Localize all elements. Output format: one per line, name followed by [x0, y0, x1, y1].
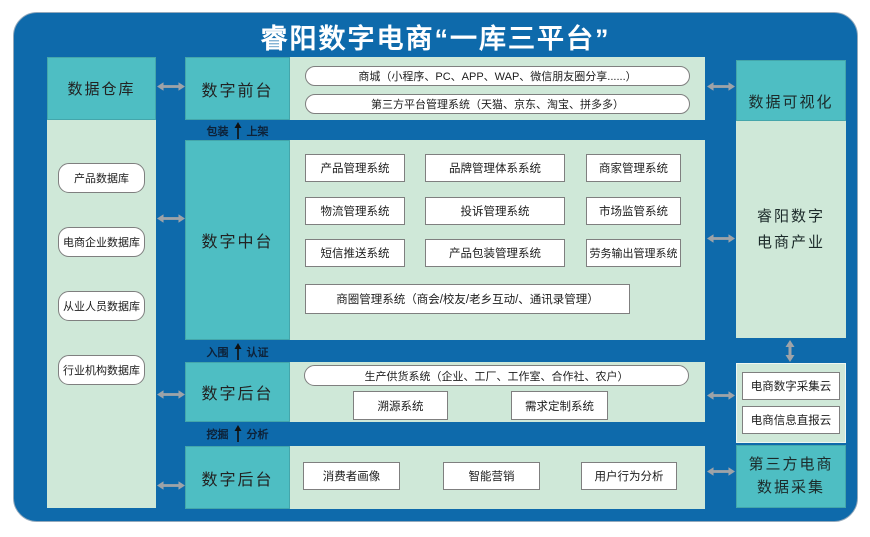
database-pill-enterprise: 电商企业数据库: [58, 227, 145, 257]
stage-label-left: 挖掘: [206, 428, 229, 441]
stage-label-left: 包装: [206, 125, 229, 138]
industry-box: 睿阳数字 电商产业: [736, 121, 846, 338]
double-arrow-icon: [156, 389, 186, 400]
middle-header: 数字中台: [185, 140, 290, 340]
system-box-sms-push: 短信推送系统: [305, 239, 405, 267]
stage-label-mining: 挖掘 分析: [185, 424, 290, 443]
collect-cloud-box: 电商数字采集云: [742, 372, 840, 400]
demand-custom-box: 需求定制系统: [511, 391, 608, 420]
stage-label-entry: 入围 认证: [185, 342, 290, 361]
system-box-logistics-mgmt: 物流管理系统: [305, 197, 405, 225]
stage-label-right: 分析: [246, 428, 269, 441]
system-box-complaint-mgmt: 投诉管理系统: [425, 197, 565, 225]
business-circle-box: 商圈管理系统（商会/校友/老乡互动/、通讯录管理）: [305, 284, 630, 314]
double-arrow-icon: [706, 466, 736, 477]
page-title: 睿阳数字电商“一库三平台”: [260, 24, 611, 54]
double-arrow-icon: [156, 480, 186, 491]
smart-marketing-box: 智能营销: [443, 462, 540, 490]
vertical-double-arrow-icon: [783, 339, 797, 362]
system-box-brand-mgmt: 品牌管理体系系统: [425, 154, 565, 182]
database-pill-industry-org: 行业机构数据库: [58, 355, 145, 385]
supply-system-pill: 生产供货系统（企业、工厂、工作室、合作社、农户）: [304, 365, 689, 386]
third-party-line2: 数据采集: [756, 478, 825, 496]
third-party-platform-pill: 第三方平台管理系统（天猫、京东、淘宝、拼多多）: [305, 94, 690, 114]
user-behavior-box: 用户行为分析: [581, 462, 677, 490]
warehouse-header: 数据仓库: [47, 57, 156, 120]
industry-line1: 睿阳数字: [756, 208, 825, 225]
back2-header: 数字后台: [185, 446, 290, 509]
stage-label-right: 上架: [246, 125, 269, 138]
system-box-labor-export: 劳务输出管理系统: [586, 239, 681, 267]
front-header: 数字前台: [185, 57, 290, 120]
report-cloud-box: 电商信息直报云: [742, 406, 840, 434]
stage-label-left: 入围: [206, 346, 229, 359]
up-arrow-icon: [234, 343, 241, 360]
double-arrow-icon: [156, 213, 186, 224]
system-box-product-mgmt: 产品管理系统: [305, 154, 405, 182]
database-pill-personnel: 从业人员数据库: [58, 291, 145, 321]
viz-header: 数据可视化: [736, 60, 846, 121]
system-box-packaging-mgmt: 产品包装管理系统: [425, 239, 565, 267]
up-arrow-icon: [234, 122, 241, 139]
industry-line2: 电商产业: [756, 233, 825, 251]
system-box-market-supervision: 市场监管系统: [586, 197, 681, 225]
double-arrow-icon: [706, 390, 736, 401]
consumer-profile-box: 消费者画像: [303, 462, 400, 490]
third-party-line1: 第三方电商: [748, 456, 834, 473]
third-party-collect-box: 第三方电商 数据采集: [736, 445, 846, 508]
up-arrow-icon: [234, 425, 241, 442]
mall-pill: 商城（小程序、PC、APP、WAP、微信朋友圈分享......）: [305, 66, 690, 86]
double-arrow-icon: [706, 233, 736, 244]
double-arrow-icon: [706, 81, 736, 92]
stage-label-right: 认证: [246, 346, 269, 359]
back1-header: 数字后台: [185, 362, 290, 422]
trace-system-box: 溯源系统: [353, 391, 448, 420]
database-pill-product: 产品数据库: [58, 163, 145, 193]
stage-label-packaging: 包装 上架: [185, 121, 290, 140]
double-arrow-icon: [156, 81, 186, 92]
system-box-merchant-mgmt: 商家管理系统: [586, 154, 681, 182]
